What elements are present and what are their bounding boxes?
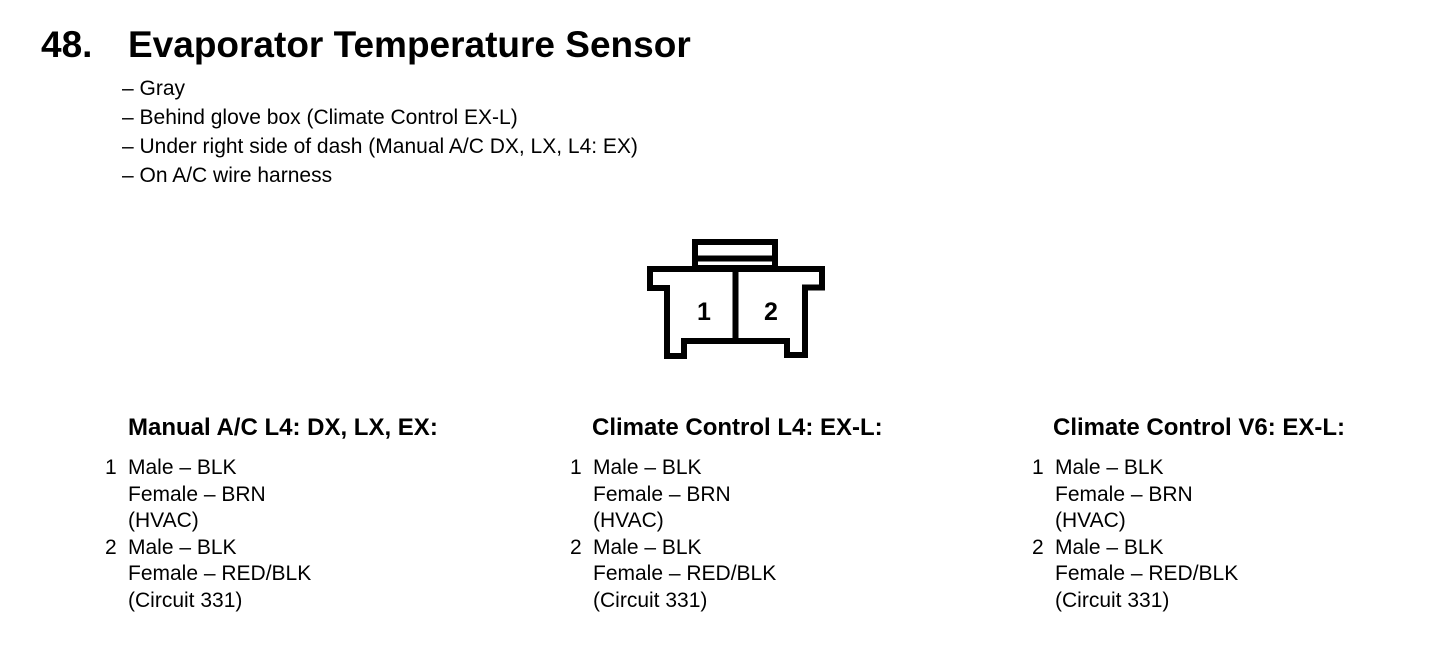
pin-number: 1 (570, 456, 582, 479)
pin-entry: 2 Male – BLK Female – RED/BLK (Circuit 3… (570, 535, 776, 615)
pin-lines: Male – BLK Female – RED/BLK (Circuit 331… (593, 535, 776, 615)
pin-line: (Circuit 331) (128, 588, 243, 612)
pin-lines: Male – BLK Female – RED/BLK (Circuit 331… (128, 535, 311, 615)
cavity-1-label: 1 (697, 298, 711, 326)
pin-line: (HVAC) (1055, 509, 1126, 533)
pin-entry: 2 Male – BLK Female – RED/BLK (Circuit 3… (105, 535, 311, 615)
cavity-2-label: 2 (764, 298, 778, 326)
pin-line: Female – BRN (593, 482, 731, 506)
column-heading-climate-control-l4: Climate Control L4: EX-L: (592, 414, 883, 441)
pin-line: Male – BLK (128, 456, 237, 479)
bullet-line: – Gray (122, 77, 186, 100)
pin-number: 1 (105, 456, 117, 479)
pinout-column-climate-control-l4: 1 Male – BLK Female – BRN (HVAC) 2 Male … (570, 455, 776, 615)
bullet-notes: – Gray – Behind glove box (Climate Contr… (122, 74, 638, 190)
section-number: 48. (41, 24, 93, 65)
pin-lines: Male – BLK Female – RED/BLK (Circuit 331… (1055, 535, 1238, 615)
pin-entry: 1 Male – BLK Female – BRN (HVAC) (1032, 455, 1238, 535)
pin-line: Male – BLK (1055, 456, 1164, 479)
pin-line: (Circuit 331) (1055, 588, 1170, 612)
pin-lines: Male – BLK Female – BRN (HVAC) (1055, 455, 1193, 535)
pin-number: 2 (570, 535, 582, 559)
pin-line: (HVAC) (593, 509, 664, 533)
pin-line: (HVAC) (128, 509, 199, 533)
pinout-column-climate-control-v6: 1 Male – BLK Female – BRN (HVAC) 2 Male … (1032, 455, 1238, 615)
connector-diagram: 1 2 (647, 239, 825, 359)
pinout-column-manual-ac-l4: 1 Male – BLK Female – BRN (HVAC) 2 Male … (105, 455, 311, 615)
pin-line: Female – RED/BLK (593, 562, 777, 586)
page-title: Evaporator Temperature Sensor (128, 24, 691, 65)
column-heading-climate-control-v6: Climate Control V6: EX-L: (1053, 414, 1346, 441)
bullet-line: – Under right side of dash (Manual A/C D… (122, 135, 638, 158)
pin-entry: 2 Male – BLK Female – RED/BLK (Circuit 3… (1032, 535, 1238, 615)
connector-latch-tab (692, 239, 778, 271)
pin-entry: 1 Male – BLK Female – BRN (HVAC) (570, 455, 776, 535)
pin-line: Male – BLK (128, 535, 237, 559)
pin-line: Male – BLK (1055, 535, 1164, 559)
pin-lines: Male – BLK Female – BRN (HVAC) (128, 455, 266, 535)
pin-line: Female – RED/BLK (128, 562, 312, 586)
pin-line: Male – BLK (593, 456, 702, 479)
pin-line: Female – BRN (128, 482, 266, 506)
pin-line: Female – RED/BLK (1055, 562, 1239, 586)
pin-line: Male – BLK (593, 535, 702, 559)
pin-number: 2 (1032, 535, 1044, 559)
bullet-line: – Behind glove box (Climate Control EX-L… (122, 106, 518, 129)
pin-line: Female – BRN (1055, 482, 1193, 506)
column-heading-manual-ac-l4: Manual A/C L4: DX, LX, EX: (128, 414, 438, 441)
pin-lines: Male – BLK Female – BRN (HVAC) (593, 455, 731, 535)
bullet-line: – On A/C wire harness (122, 164, 333, 187)
pin-entry: 1 Male – BLK Female – BRN (HVAC) (105, 455, 311, 535)
pin-number: 2 (105, 535, 117, 559)
pin-number: 1 (1032, 456, 1044, 479)
pin-line: (Circuit 331) (593, 588, 708, 612)
